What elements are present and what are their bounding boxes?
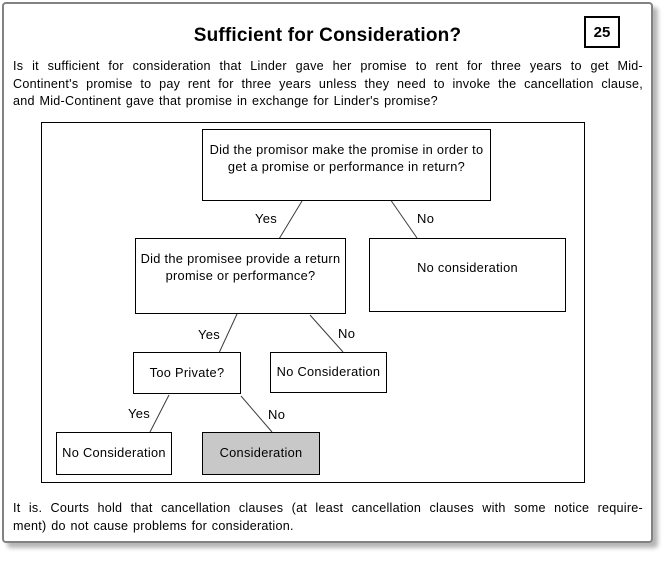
branch-line-promisor-yes [278, 200, 303, 240]
node-text-line: promise or performance? [165, 267, 316, 283]
branch-lines [149, 198, 418, 433]
slide-title: Sufficient for Consideration? [193, 25, 462, 46]
branch-line-promisor-no [389, 198, 418, 239]
node-promisor-question: Did the promisor make the promise in ord… [202, 129, 491, 201]
branch-line-too-private-no [240, 395, 273, 433]
node-promisee-question: Did the promisee provide a return promis… [135, 238, 346, 314]
intro-line: and Mid-Continent gave that promise in e… [13, 94, 438, 109]
node-too-private-question: Too Private? [133, 352, 241, 394]
intro-question-paragraph: Is it sufficient for consideration that … [13, 58, 643, 111]
node-text-line: get a promise or performance in return? [227, 158, 466, 174]
node-text-line: Did the promisor make the promise in ord… [209, 142, 484, 157]
node-text-line: Did the promisee provide a return [140, 251, 341, 266]
node-consideration-result-highlighted: Consideration [202, 432, 320, 475]
node-no-consideration-mid: No Consideration [270, 352, 387, 393]
intro-line: Continent's promise to pay rent for thre… [13, 76, 643, 91]
node-no-consideration-right: No consideration [369, 238, 566, 312]
branch-line-too-private-yes [149, 394, 170, 433]
answer-paragraph: It is. Courts hold that cancellation cla… [13, 500, 643, 535]
branch-line-promisee-no [309, 314, 344, 353]
branch-label-promisor-yes: Yes [255, 211, 278, 226]
decision-tree-diagram: Did the promisor make the promise in ord… [41, 122, 585, 483]
answer-line: It is. Courts hold that cancellation cla… [13, 501, 643, 515]
slide-page: Sufficient for Consideration? 25 Is it s… [2, 2, 653, 543]
answer-line: ment) do not cause problems for consider… [13, 518, 294, 533]
branch-label-promisor-no: No [417, 211, 435, 226]
branch-line-promisee-yes [218, 313, 238, 354]
node-no-consideration-left: No Consideration [56, 432, 172, 475]
branch-label-too-private-no: No [268, 407, 286, 422]
branch-label-too-private-yes: Yes [128, 406, 151, 421]
slide-number-badge: 25 [584, 16, 620, 48]
branch-label-promisee-yes: Yes [198, 327, 221, 342]
branch-label-promisee-no: No [338, 326, 356, 341]
intro-line: Is it sufficient for consideration that … [13, 59, 643, 73]
